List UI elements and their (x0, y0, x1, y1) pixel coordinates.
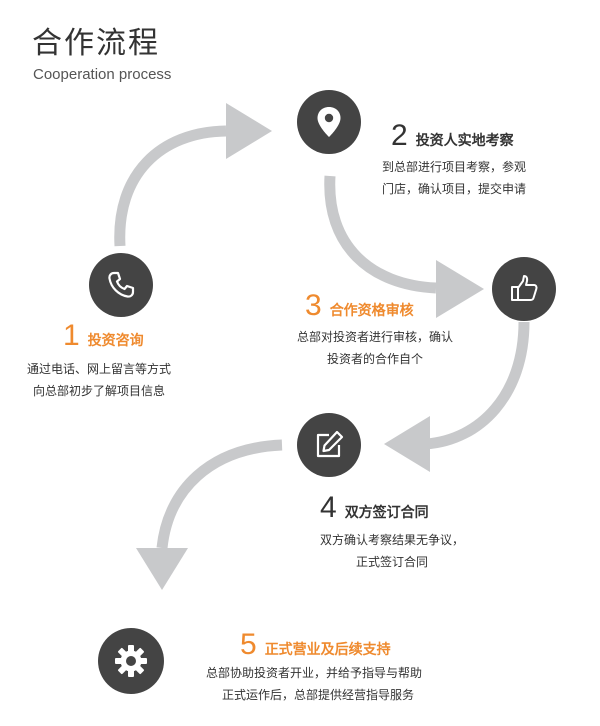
step-1-description: 通过电话、网上留言等方式 向总部初步了解项目信息 (6, 358, 192, 402)
page-title: 合作流程 (32, 26, 160, 61)
step-4-heading: 4 双方签订合同 (320, 493, 429, 523)
step-2-line-2: 门店，确认项目，提交申请 (382, 182, 527, 196)
step-4-description: 双方确认考察结果无争议， 正式签订合同 (304, 529, 480, 573)
step-1-heading: 1 投资咨询 (63, 321, 144, 351)
step-3-line-2: 投资者的合作自个 (326, 352, 423, 366)
step-1-number: 1 (63, 319, 80, 352)
step-2-label: 投资人实地考察 (415, 133, 514, 149)
page-subtitle: Cooperation process (33, 66, 172, 83)
step-2-number: 2 (391, 119, 408, 152)
step-1-label: 投资咨询 (87, 333, 144, 349)
arrowhead-2-to-3 (436, 260, 484, 318)
step-3-description: 总部对投资者进行审核，确认 投资者的合作自个 (280, 326, 470, 370)
step-2-heading: 2 投资人实地考察 (391, 121, 514, 151)
step-1-line-2: 向总部初步了解项目信息 (32, 384, 165, 398)
arrow-2-to-3 (324, 175, 437, 294)
step-4-line-2: 正式签订合同 (355, 555, 428, 569)
step-4-label: 双方签订合同 (344, 505, 429, 521)
arrowhead-3-to-4 (384, 416, 430, 472)
step-3-number: 3 (305, 289, 322, 322)
step-4-circle (297, 413, 361, 477)
gear-icon (113, 643, 149, 679)
step-4-number: 4 (320, 491, 337, 524)
step-1-line-1: 通过电话、网上留言等方式 (26, 362, 171, 376)
step-2-circle (297, 90, 361, 154)
arrow-3-to-4 (425, 321, 530, 450)
thumbs-up-icon (508, 273, 540, 305)
step-3-line-1: 总部对投资者进行审核，确认 (296, 330, 453, 344)
arrowhead-1-to-2 (226, 103, 272, 159)
step-5-number: 5 (240, 628, 257, 661)
edit-icon (313, 429, 345, 461)
step-5-line-1: 总部协助投资者开业，并给予指导与帮助 (206, 666, 423, 680)
arrowhead-4-to-5 (136, 548, 188, 590)
step-3-circle (492, 257, 556, 321)
step-2-description: 到总部进行项目考察，参观 门店，确认项目，提交申请 (382, 156, 526, 200)
arrow-4-to-5 (156, 439, 283, 549)
phone-icon (105, 269, 137, 301)
step-1-circle (89, 253, 153, 317)
step-5-circle (98, 628, 164, 694)
location-pin-icon (314, 105, 344, 139)
step-5-line-2: 正式运作后，总部提供经营指导服务 (222, 688, 415, 702)
step-5-heading: 5 正式营业及后续支持 (240, 630, 391, 660)
step-5-label: 正式营业及后续支持 (264, 642, 391, 658)
step-3-label: 合作资格审核 (329, 303, 414, 319)
step-2-line-1: 到总部进行项目考察，参观 (382, 160, 527, 174)
step-4-line-1: 双方确认考察结果无争议， (319, 533, 464, 547)
arrow-1-to-2 (114, 125, 227, 247)
step-3-heading: 3 合作资格审核 (305, 291, 414, 321)
step-5-description: 总部协助投资者开业，并给予指导与帮助 正式运作后，总部提供经营指导服务 (206, 662, 422, 706)
